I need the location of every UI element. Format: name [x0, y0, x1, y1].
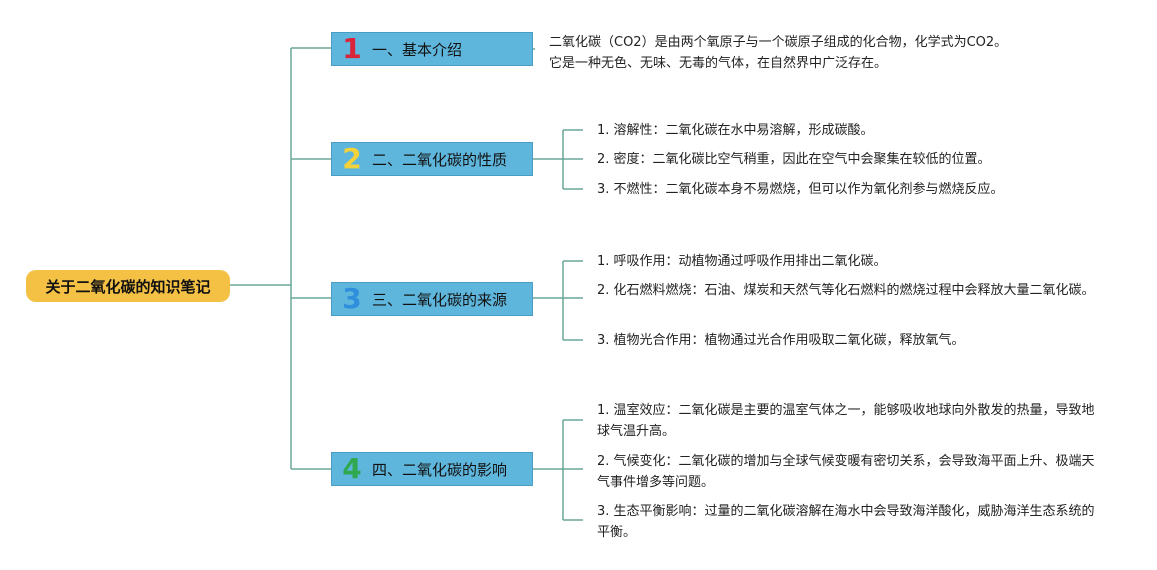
branch-2-label: 二、二氧化碳的性质	[372, 150, 508, 169]
branch-4-leaf-trunk	[533, 419, 583, 521]
branch-node-2[interactable]: 2 二、二氧化碳的性质	[331, 142, 533, 176]
leaf-item: 2. 化石燃料燃烧：石油、煤炭和天然气等化石燃料的燃烧过程中会释放大量二氧化碳。	[597, 283, 1095, 298]
branch-1-label: 一、基本介绍	[372, 40, 463, 59]
branch-4-label: 四、二氧化碳的影响	[372, 460, 508, 479]
leaf-item: 3. 生态平衡影响：过量的二氧化碳溶解在海水中会导致海洋酸化，威胁海洋生态系统的…	[597, 504, 1095, 540]
number-3-icon: 3	[342, 282, 362, 315]
root-node[interactable]: 关于二氧化碳的知识笔记	[26, 270, 230, 302]
branch-node-3[interactable]: 3 三、二氧化碳的来源	[331, 282, 533, 316]
branch-1-intro: 二氧化碳（CO2）是由两个氧原子与一个碳原子组成的化合物，化学式为CO2。 它是…	[549, 32, 1109, 74]
root-label: 关于二氧化碳的知识笔记	[45, 277, 211, 296]
branch-2-leaf-trunk	[533, 129, 583, 190]
leaf-item: 1. 温室效应：二氧化碳是主要的温室气体之一，能够吸收地球向外散发的热量，导致地…	[597, 403, 1095, 439]
leaf-item: 3. 植物光合作用：植物通过光合作用吸取二氧化碳，释放氧气。	[597, 333, 965, 348]
intro-line: 二氧化碳（CO2）是由两个氧原子与一个碳原子组成的化合物，化学式为CO2。	[549, 35, 1008, 50]
leaf-item: 2. 密度：二氧化碳比空气稍重，因此在空气中会聚集在较低的位置。	[597, 152, 991, 167]
leaf-item: 3. 不燃性：二氧化碳本身不易燃烧，但可以作为氧化剂参与燃烧反应。	[597, 182, 1004, 197]
leaf-item: 2. 气候变化：二氧化碳的增加与全球气候变暖有密切关系，会导致海平面上升、极端天…	[597, 454, 1095, 490]
branch-3-leaf-trunk	[533, 260, 583, 341]
branch-node-4[interactable]: 4 四、二氧化碳的影响	[331, 452, 533, 486]
leaf-item: 1. 溶解性：二氧化碳在水中易溶解，形成碳酸。	[597, 123, 874, 138]
leaf-item: 1. 呼吸作用：动植物通过呼吸作用排出二氧化碳。	[597, 254, 887, 269]
number-4-icon: 4	[342, 452, 362, 485]
branch-3-label: 三、二氧化碳的来源	[372, 290, 508, 309]
intro-line: 它是一种无色、无味、无毒的气体，在自然界中广泛存在。	[549, 56, 888, 71]
number-1-icon: 1	[342, 32, 362, 65]
branch-node-1[interactable]: 1 一、基本介绍	[331, 32, 533, 66]
number-2-icon: 2	[342, 142, 362, 175]
